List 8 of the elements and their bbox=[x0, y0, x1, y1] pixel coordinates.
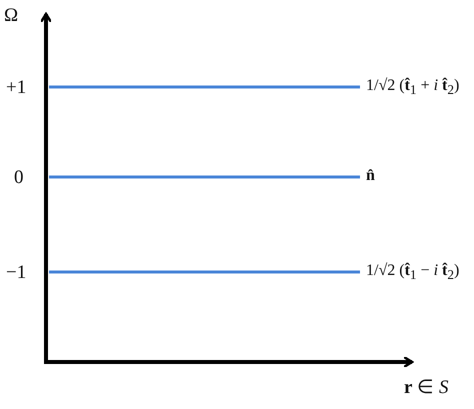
axis-label: r ∈ S bbox=[404, 378, 448, 397]
axis-label: Ω bbox=[4, 6, 18, 25]
formula-label: 1/√2 (t̂$_{1}$ + i t̂$_{2}$) bbox=[366, 78, 460, 97]
formula-label: 1/√2 (t̂$_{1}$ − i t̂$_{2}$) bbox=[366, 263, 460, 282]
tick-label: 0 bbox=[14, 168, 24, 187]
formula-label: n̂ bbox=[366, 168, 375, 184]
tick-label: −1 bbox=[6, 263, 26, 282]
tick-label: +1 bbox=[6, 78, 26, 97]
